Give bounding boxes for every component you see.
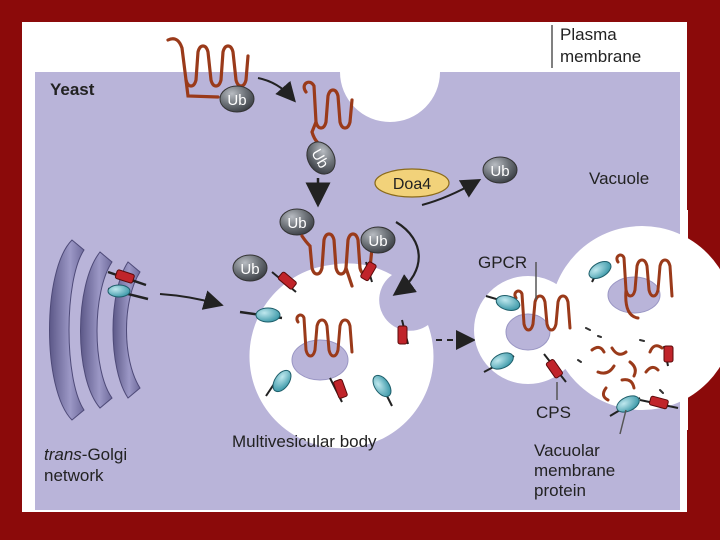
- cps-protein: [107, 269, 147, 287]
- vacuole-edge-mask: [680, 210, 688, 430]
- cps-protein: [663, 345, 674, 367]
- vacuolar-protein: [609, 395, 641, 417]
- cps-protein: [397, 319, 409, 345]
- cps-protein: [360, 261, 377, 283]
- svg-text:Ub: Ub: [490, 163, 509, 180]
- endocytosis-arrow: [257, 77, 296, 103]
- yeast-label: Yeast: [50, 80, 95, 99]
- vacuolar-protein: [485, 295, 521, 311]
- gpcr-helix: [513, 289, 572, 332]
- doa4-label: Doa4: [393, 176, 431, 193]
- ub-ball: Ub: [306, 141, 336, 175]
- svg-text:Ub: Ub: [287, 215, 306, 232]
- receptor-internal-helix: [295, 313, 354, 358]
- trans-golgi-network: [49, 239, 141, 421]
- vacuolar-protein: [107, 284, 149, 301]
- svg-text:Ub: Ub: [368, 233, 387, 250]
- doa4-enzyme: [374, 168, 450, 198]
- vacuolar-label-3: protein: [534, 481, 586, 500]
- multivesicular-body-label: Multivesicular body: [232, 432, 377, 451]
- vacuolar-protein: [265, 369, 292, 397]
- golgi-to-mvb-arrow: [159, 290, 224, 310]
- vacuole-label: Vacuole: [589, 169, 649, 188]
- plasma-membrane-label-2: membrane: [560, 47, 641, 66]
- degraded-protein-fragments: [577, 327, 664, 402]
- ub-ball: Ub: [279, 208, 315, 236]
- vacuolar-protein: [372, 374, 393, 407]
- vacuolar-label-1: Vacuolar: [534, 441, 600, 460]
- svg-text:Ub: Ub: [240, 261, 259, 278]
- internal-vesicle: [505, 313, 551, 351]
- receptor-vacuole-helix: [615, 253, 674, 320]
- vacuolar-protein: [483, 352, 515, 373]
- cps-protein: [329, 377, 348, 403]
- receptor-outside-helix: [166, 37, 250, 99]
- cps-label: CPS: [536, 403, 571, 422]
- cps-protein: [271, 271, 297, 293]
- ub-ball: Ub: [360, 226, 396, 254]
- vacuolar-protein: [239, 307, 283, 323]
- gpcr-label: GPCR: [478, 253, 527, 272]
- cps-protein: [639, 395, 679, 410]
- receptor-sorting-helix: [300, 232, 374, 288]
- plasma-membrane-label-1: Plasma: [560, 25, 617, 44]
- deubiquitination-arrow: [421, 179, 482, 206]
- vacuolar-label-2: membrane: [534, 461, 615, 480]
- trans-golgi-label: trans-Golgi: [44, 445, 127, 464]
- cps-protein: [543, 353, 567, 383]
- mvb-invagination-arrow: [392, 221, 420, 296]
- network-label: network: [44, 466, 104, 485]
- vacuolar-protein: [588, 260, 612, 283]
- ub-ball: Ub: [219, 85, 255, 113]
- ub-ball-free: Ub: [482, 156, 518, 184]
- ub-ball: Ub: [232, 254, 268, 282]
- vacuolar-protein-pointer: [619, 409, 627, 435]
- svg-text:Ub: Ub: [227, 92, 246, 109]
